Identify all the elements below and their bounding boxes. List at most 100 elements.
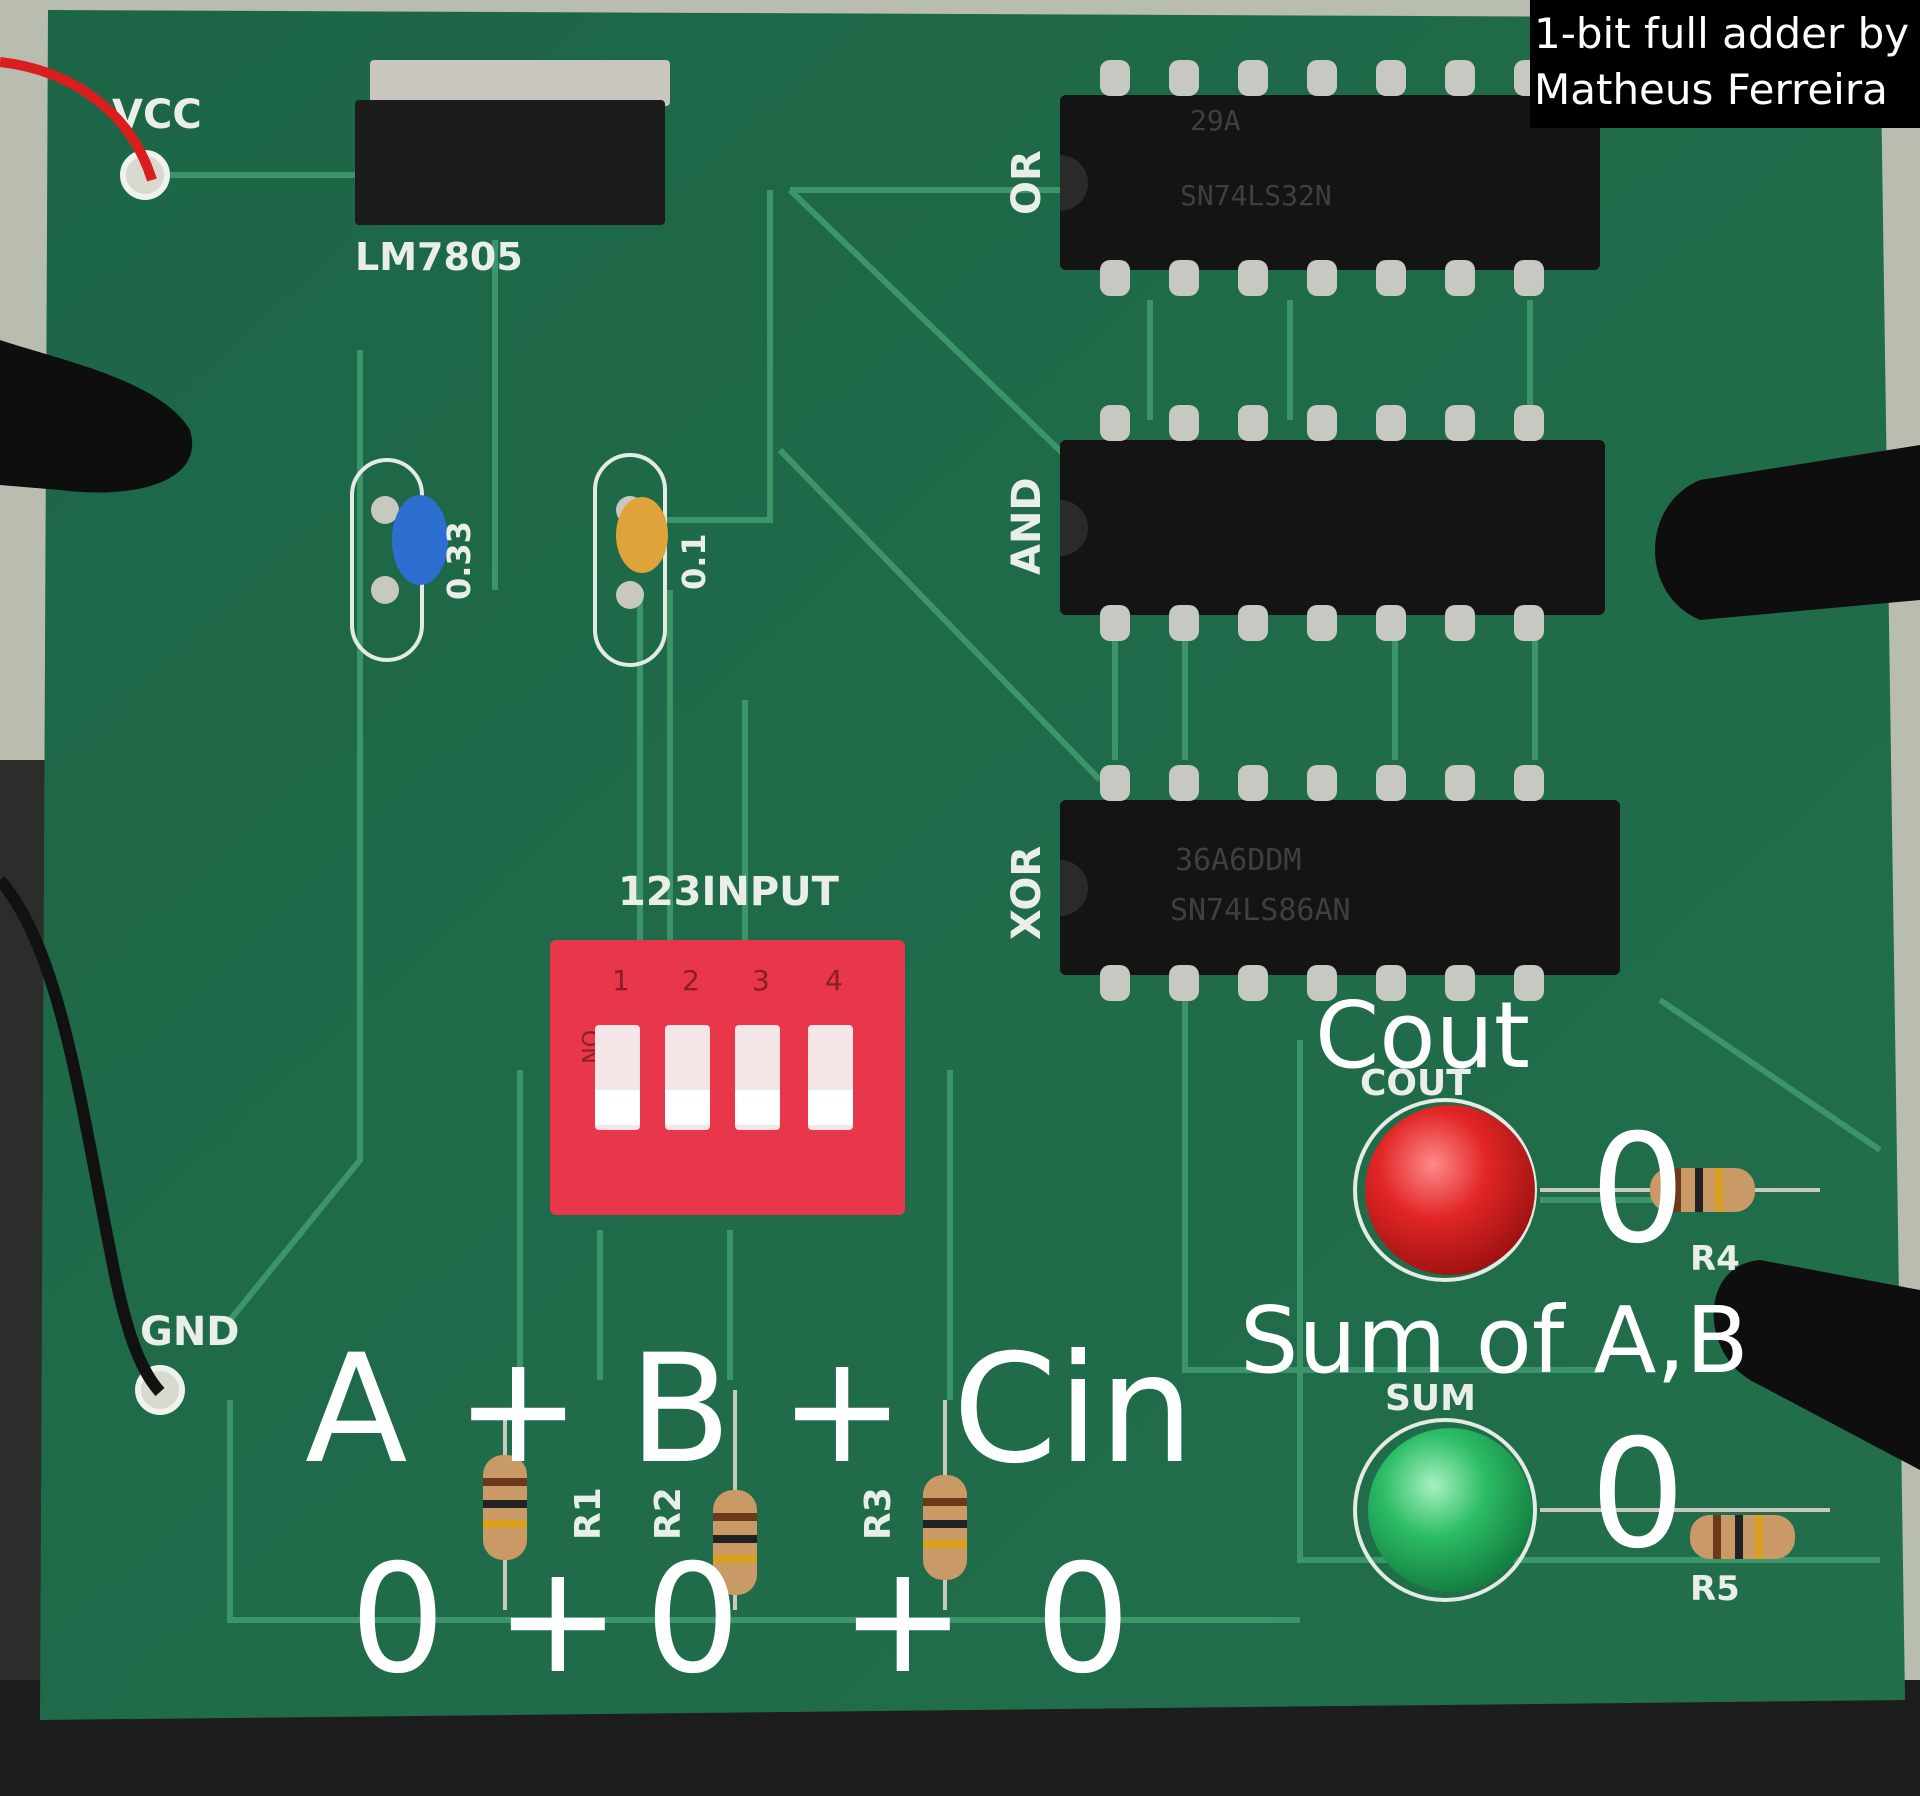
ic-pin xyxy=(1445,605,1475,641)
silk-r3: R3 xyxy=(858,1487,899,1540)
ic-pin xyxy=(1169,965,1199,1001)
resistor-r4 xyxy=(1540,1168,1820,1212)
ic-pin xyxy=(1238,60,1268,96)
xor-marking-1: 36A6DDM xyxy=(1175,843,1301,878)
sum-label: Sum of A,B xyxy=(1240,1287,1749,1394)
black-wire xyxy=(0,876,165,1397)
caption-line-1: 1-bit full adder by xyxy=(1534,9,1910,58)
ic-pin xyxy=(1445,60,1475,96)
silk-cap1: 0.33 xyxy=(440,521,478,600)
silk-r5: R5 xyxy=(1690,1569,1740,1609)
ic-and xyxy=(1060,440,1605,615)
ic-pin xyxy=(1307,405,1337,441)
dip-toggles xyxy=(595,1025,853,1130)
ic-pin xyxy=(1238,605,1268,641)
b-value: 0 xyxy=(645,1533,741,1707)
ic-pin xyxy=(1307,60,1337,96)
capacitor-blue xyxy=(392,495,448,585)
silk-input: 123INPUT xyxy=(618,869,840,915)
ic-pin xyxy=(1100,60,1130,96)
ic-pin xyxy=(1445,965,1475,1001)
led-sum xyxy=(1368,1428,1532,1592)
ic-pin xyxy=(1169,405,1199,441)
ic-pin xyxy=(1169,765,1199,801)
ic-pin xyxy=(1376,60,1406,96)
dip-label-1: 1 xyxy=(612,964,630,997)
caption-line-2: Matheus Ferreira xyxy=(1534,65,1888,114)
ic-pin xyxy=(1307,765,1337,801)
xor-marking-2: SN74LS86AN xyxy=(1170,893,1351,928)
ic-pin xyxy=(1376,605,1406,641)
ic-pin xyxy=(1238,765,1268,801)
silk-and: AND xyxy=(1004,477,1050,575)
pcb-board xyxy=(40,10,1905,1720)
red-wire xyxy=(0,57,157,182)
sum-value: 0 xyxy=(1590,1408,1686,1582)
led-cout xyxy=(1365,1105,1535,1275)
silk-sum: SUM xyxy=(1385,1378,1476,1419)
silk-cap2: 0.1 xyxy=(675,533,713,590)
pcb-traces xyxy=(170,172,1882,1623)
a-value: 0 xyxy=(350,1533,446,1707)
probe-left xyxy=(0,340,193,493)
dip-label-2: 2 xyxy=(682,964,700,997)
silk-regulator: LM7805 xyxy=(355,235,523,279)
ic-pin xyxy=(1238,405,1268,441)
ic-pin xyxy=(1445,765,1475,801)
ic-or: 29A SN74LS32N xyxy=(1060,95,1600,270)
ic-pin xyxy=(1376,765,1406,801)
cout-value: 0 xyxy=(1590,1103,1686,1277)
ic-pin xyxy=(1376,405,1406,441)
caption-box: 1-bit full adder by Matheus Ferreira xyxy=(1530,0,1920,128)
ic-pin xyxy=(1376,260,1406,296)
ic-pin xyxy=(1100,765,1130,801)
resistor-r3 xyxy=(923,1400,967,1610)
plus-2: + xyxy=(840,1533,966,1707)
silk-gnd: GND xyxy=(140,1309,240,1355)
silk-xor: XOR xyxy=(1004,846,1050,940)
ic-pin xyxy=(1169,605,1199,641)
ic-pin xyxy=(1514,605,1544,641)
silk-r4: R4 xyxy=(1690,1239,1740,1279)
resistor-r2 xyxy=(713,1390,757,1610)
ic-pin xyxy=(1514,965,1544,1001)
resistor-r5 xyxy=(1540,1508,1830,1559)
ic-pin xyxy=(1514,765,1544,801)
ic-pin xyxy=(1514,405,1544,441)
ic-pin xyxy=(1376,965,1406,1001)
ic-pin xyxy=(1307,260,1337,296)
regulator-body xyxy=(355,100,665,225)
ic-pin xyxy=(1100,965,1130,1001)
ic-pin xyxy=(1169,260,1199,296)
silk-r1: R1 xyxy=(568,1487,609,1540)
silk-cout: COUT xyxy=(1360,1063,1471,1104)
ic-pin xyxy=(1100,260,1130,296)
equation-label: A + B + Cin xyxy=(305,1323,1195,1497)
silk-or: OR xyxy=(1004,150,1050,215)
regulator-heatsink xyxy=(370,60,670,106)
ic-pin xyxy=(1238,260,1268,296)
ic-pin xyxy=(1100,405,1130,441)
cout-label: Cout xyxy=(1315,982,1530,1089)
dip-switch xyxy=(550,940,905,1215)
probe-right-bottom xyxy=(1713,1260,1920,1470)
probe-right-top xyxy=(1655,445,1920,620)
ic-xor: 36A6DDM SN74LS86AN xyxy=(1060,800,1620,975)
ic-pin xyxy=(1100,605,1130,641)
ic-pin xyxy=(1307,605,1337,641)
resistor-r1 xyxy=(483,1420,527,1610)
silk-r2: R2 xyxy=(648,1487,689,1540)
ic-pin xyxy=(1238,965,1268,1001)
dip-label-3: 3 xyxy=(752,964,770,997)
ic-pin xyxy=(1514,260,1544,296)
cin-value: 0 xyxy=(1035,1533,1131,1707)
plus-1: + xyxy=(495,1533,621,1707)
capacitor-orange xyxy=(616,497,668,573)
ic-pin xyxy=(1169,60,1199,96)
or-marking-2: SN74LS32N xyxy=(1180,179,1332,212)
or-marking-1: 29A xyxy=(1190,104,1241,137)
ic-pin xyxy=(1307,965,1337,1001)
ic-pin xyxy=(1445,405,1475,441)
ic-pins xyxy=(1100,60,1544,1001)
